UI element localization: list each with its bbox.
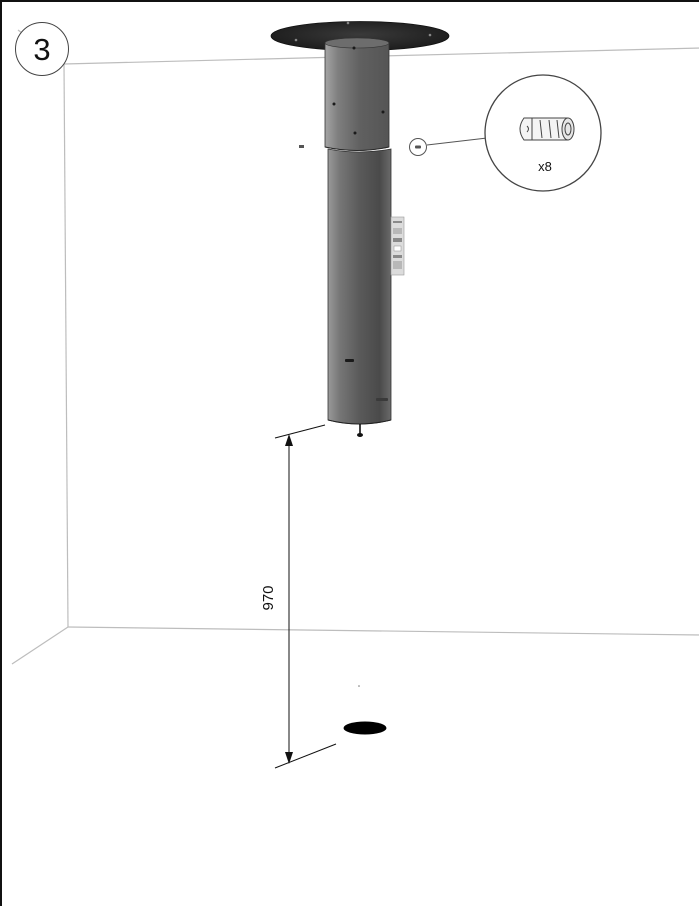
chimney-lower-body	[327, 148, 392, 437]
floor-back-edge	[67, 626, 699, 636]
wall-corner-edge	[63, 63, 69, 628]
floor-corner-edge	[11, 626, 69, 665]
rating-label-strip	[390, 216, 405, 276]
wall-fixing-marks	[299, 138, 427, 156]
quantity-label: x8	[538, 159, 552, 174]
wall-plug-icon	[519, 117, 575, 141]
dimension-label: 970	[260, 585, 277, 611]
step-number-badge: 3	[15, 22, 69, 76]
wall-plug-detail-callout	[426, 74, 602, 192]
chimney-upper-sleeve	[324, 37, 390, 151]
height-dimension	[274, 424, 337, 769]
floor-hole	[343, 685, 387, 735]
